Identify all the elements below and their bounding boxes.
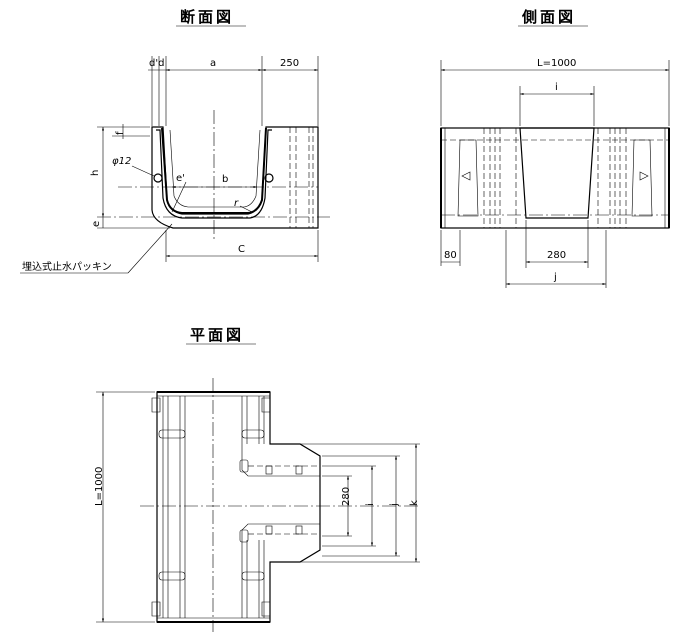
bolt-hole-left-icon: [153, 173, 163, 183]
side-view-title: 側面図: [518, 8, 588, 27]
svg-text:平面図: 平面図: [190, 326, 244, 344]
section-view-title: 断面図: [176, 8, 246, 27]
side-right-marker-icon: [639, 171, 649, 181]
svg-text:j: j: [553, 272, 557, 283]
svg-text:f: f: [115, 131, 126, 135]
svg-text:80: 80: [444, 250, 457, 261]
side-left-marker-icon: [461, 171, 471, 181]
svg-text:j: j: [389, 503, 400, 507]
svg-text:e: e: [91, 221, 102, 227]
svg-text:b: b: [222, 174, 228, 185]
svg-text:r: r: [234, 198, 239, 209]
svg-text:d'd: d'd: [149, 58, 164, 69]
section-view: [20, 56, 330, 274]
side-dimension-labels: L=1000 i 80 280 j: [444, 58, 576, 283]
svg-text:250: 250: [280, 58, 299, 69]
plan-view-title: 平面図: [186, 326, 256, 345]
svg-text:h: h: [90, 170, 101, 176]
svg-text:280: 280: [547, 250, 566, 261]
side-view: [440, 60, 670, 288]
bolt-hole-right-icon: [264, 173, 274, 183]
section-dimension-labels: d'd a 250 f h φ12 e' b r e C 埋込式止水パッキン: [22, 58, 299, 273]
svg-text:a: a: [210, 58, 216, 69]
svg-text:側面図: 側面図: [521, 8, 576, 26]
svg-text:φ12: φ12: [112, 156, 131, 167]
svg-text:e': e': [176, 173, 185, 184]
svg-text:埋込式止水パッキン: 埋込式止水パッキン: [22, 260, 112, 273]
plan-view: [96, 378, 420, 632]
svg-text:i: i: [365, 503, 376, 506]
svg-text:280: 280: [341, 487, 352, 506]
svg-text:断面図: 断面図: [180, 8, 234, 26]
svg-text:k: k: [409, 500, 420, 506]
svg-text:C: C: [238, 244, 245, 255]
svg-text:L=1000: L=1000: [94, 467, 105, 506]
plan-dimension-labels: L=1000 280 i j k: [94, 467, 420, 507]
svg-text:i: i: [555, 82, 558, 93]
svg-text:L=1000: L=1000: [537, 58, 576, 69]
